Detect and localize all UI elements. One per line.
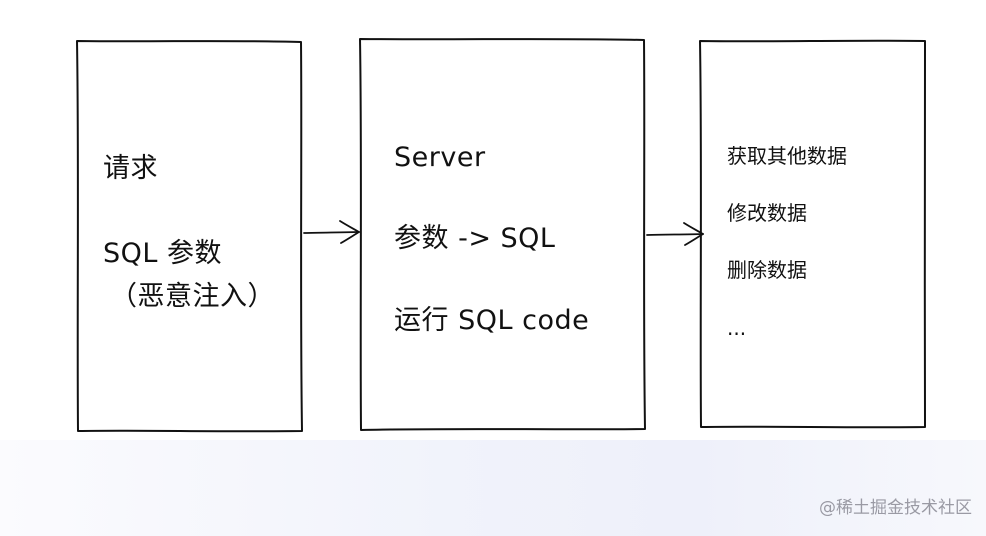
request-label: 请求 bbox=[103, 153, 158, 184]
arrow-request-to-server bbox=[303, 220, 360, 244]
ellipsis-label: ... bbox=[727, 316, 747, 340]
bottom-background-band bbox=[0, 440, 986, 536]
box-server bbox=[359, 38, 646, 431]
malicious-injection-label: （恶意注入） bbox=[110, 281, 275, 312]
box-request bbox=[76, 40, 303, 433]
params-to-sql-label: 参数 -> SQL bbox=[394, 223, 556, 254]
watermark-text: @稀土掘金技术社区 bbox=[819, 498, 972, 518]
delete-data-label: 删除数据 bbox=[727, 258, 807, 282]
server-label: Server bbox=[394, 142, 486, 173]
run-sql-code-label: 运行 SQL code bbox=[394, 305, 590, 336]
arrow-server-to-result bbox=[646, 222, 704, 246]
box-result bbox=[699, 39, 927, 429]
get-other-data-label: 获取其他数据 bbox=[727, 144, 847, 168]
modify-data-label: 修改数据 bbox=[727, 201, 807, 225]
sql-params-label: SQL 参数 bbox=[103, 238, 223, 269]
